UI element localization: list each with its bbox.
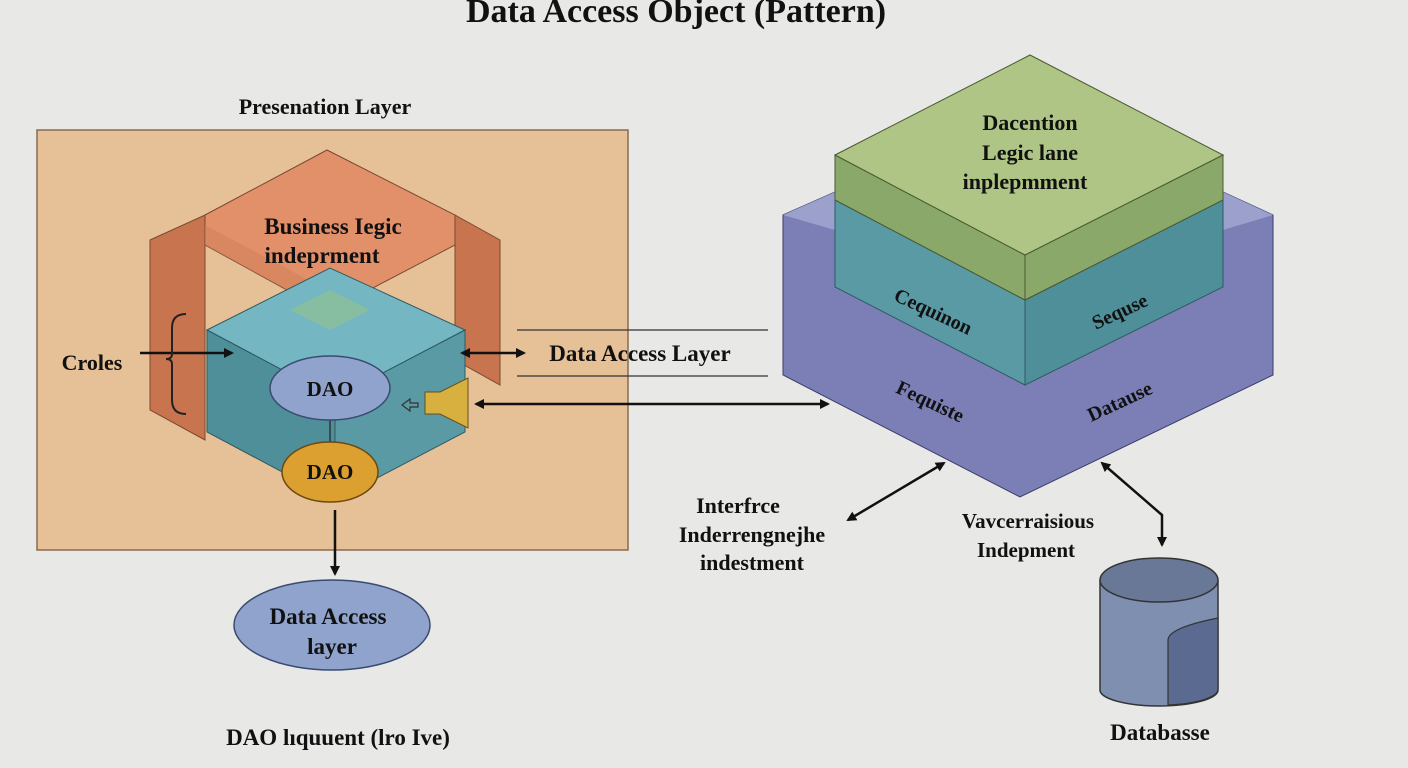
- diagram-title: Data Access Object (Pattern): [466, 0, 886, 30]
- dao-node-top-label: DAO: [307, 377, 354, 401]
- variations-label-line-1: Vavcerraisious: [962, 509, 1094, 533]
- speaker-icon: [401, 377, 469, 429]
- data-access-ellipse: [233, 579, 431, 671]
- business-logic-prism: [149, 149, 501, 441]
- interface-label-line-2: Inderrengnejhe: [679, 522, 825, 547]
- data-access-ellipse-line-1: Data Access: [270, 604, 387, 629]
- variations-label-line-2: Indepment: [977, 538, 1075, 562]
- interface-label-line-1: Interfrce: [696, 493, 780, 518]
- database-icon: [1099, 557, 1219, 707]
- top-text-line-2: Legic lane: [982, 140, 1078, 165]
- green-block: [833, 54, 1225, 301]
- business-logic-line-1: Business Iegic: [264, 214, 401, 239]
- interface-label-line-3: indestment: [700, 550, 805, 575]
- database-arrow: [1100, 461, 1167, 547]
- footer-left-label: DAO lıquuent (lro Ive): [226, 725, 450, 750]
- data-access-layer-label: Data Access Layer: [549, 341, 730, 366]
- top-text-line-1: Dacention: [982, 110, 1077, 135]
- dao-node-bottom: [281, 441, 379, 503]
- data-access-ellipse-line-2: layer: [307, 634, 357, 659]
- dao-node-top: [269, 355, 391, 421]
- top-text-line-3: inplepmment: [963, 169, 1088, 194]
- database-label: Databasse: [1110, 720, 1210, 745]
- interface-arrow: [846, 461, 946, 522]
- presentation-layer-label: Presenation Layer: [239, 94, 412, 119]
- brace: [165, 313, 187, 415]
- business-logic-line-2: indeprment: [265, 243, 380, 268]
- croles-label: Croles: [62, 350, 123, 375]
- dao-node-bottom-label: DAO: [307, 460, 354, 484]
